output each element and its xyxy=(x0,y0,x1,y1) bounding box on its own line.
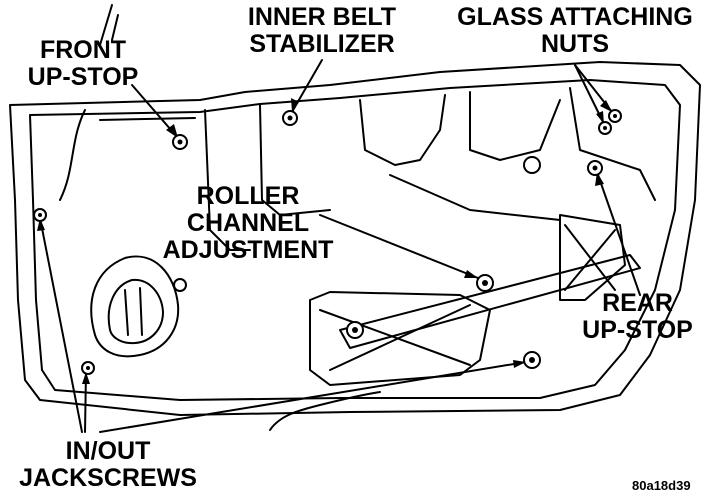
cable-top xyxy=(389,174,561,221)
label-front-upstop: FRONT UP-STOP xyxy=(8,37,158,91)
pen-mark-top xyxy=(99,4,119,46)
panel-ridge-1 xyxy=(204,109,251,251)
label-front-upstop-line-2: UP-STOP xyxy=(27,63,139,91)
arrowhead-jack-2 xyxy=(82,372,90,384)
arrowhead-jack-1 xyxy=(37,218,45,231)
label-front-upstop-line-1: FRONT xyxy=(39,36,127,64)
panel-ridge-2 xyxy=(259,104,331,216)
label-jackscrews-line-2: JACKSCREWS xyxy=(19,464,197,492)
rear-channel xyxy=(559,214,626,301)
arrowhead-front-upstop xyxy=(166,124,178,138)
leader-rear-upstop xyxy=(596,171,641,296)
figure-code: 80a18d39 xyxy=(632,478,691,493)
panel-clip-1 xyxy=(173,278,187,292)
label-jackscrews: IN/OUT JACKSCREWS xyxy=(8,438,208,492)
arrowhead-nuts-2 xyxy=(596,111,604,124)
wire-harness-front xyxy=(59,109,86,201)
leader-roller xyxy=(319,214,479,279)
regulator-scissor-a xyxy=(319,309,471,366)
arrowhead-nuts-1 xyxy=(600,100,612,112)
rear-channel-brace xyxy=(564,224,616,291)
label-roller-channel-line-2: CHANNEL xyxy=(186,209,310,237)
speaker-cone xyxy=(107,278,164,345)
regulator-scissor-b xyxy=(329,304,471,371)
top-belt-line xyxy=(99,117,196,121)
label-glass-nuts-line-1: GLASS ATTACHING xyxy=(457,3,693,31)
label-jackscrews-line-1: IN/OUT xyxy=(65,437,151,465)
leader-jack-3 xyxy=(99,361,527,433)
panel-ridge-5 xyxy=(569,87,656,201)
label-glass-nuts-line-2: NUTS xyxy=(540,30,610,58)
panel-clip-2 xyxy=(523,156,541,174)
label-inner-belt-line-1: INNER BELT xyxy=(247,3,397,31)
arrowhead-roller xyxy=(464,270,478,278)
roller-channel-rail xyxy=(339,254,641,349)
label-glass-nuts: GLASS ATTACHING NUTS xyxy=(440,4,710,58)
door-inner-panel xyxy=(29,79,681,401)
panel-ridge-3 xyxy=(359,94,446,166)
label-inner-belt-line-2: STABILIZER xyxy=(249,30,395,58)
arrowhead-inner-belt xyxy=(291,98,299,112)
label-roller-channel-line-1: ROLLER xyxy=(196,182,300,210)
panel-ridge-4 xyxy=(469,91,561,161)
leader-jack-1 xyxy=(39,217,83,433)
regulator-window xyxy=(309,291,491,386)
wire-harness-lower xyxy=(269,391,381,431)
door-outer-shell xyxy=(9,61,701,416)
speaker-opening xyxy=(90,255,180,358)
label-roller-channel: ROLLER CHANNEL ADJUSTMENT xyxy=(158,183,338,264)
label-rear-upstop-line-1: REAR xyxy=(602,289,673,317)
fastener-centers xyxy=(38,114,617,370)
speaker-detail xyxy=(124,287,143,336)
label-rear-upstop: REAR UP-STOP xyxy=(570,290,705,344)
label-inner-belt: INNER BELT STABILIZER xyxy=(232,4,412,58)
arrowhead-jack-3 xyxy=(513,360,526,368)
label-rear-upstop-line-2: UP-STOP xyxy=(582,316,693,344)
label-roller-channel-line-3: ADJUSTMENT xyxy=(162,236,334,264)
